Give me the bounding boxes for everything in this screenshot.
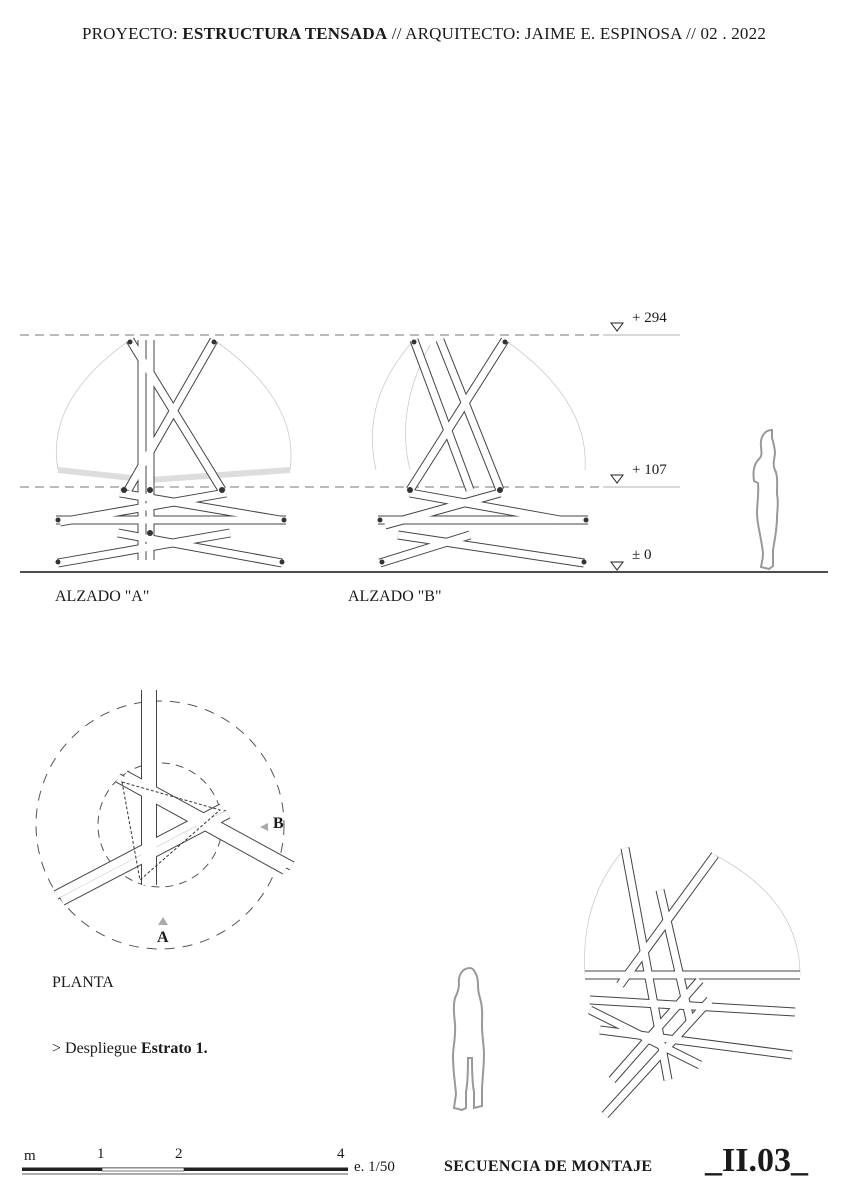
header-rest: // ARQUITECTO: JAIME E. ESPINOSA // 02 .…	[387, 24, 767, 43]
level-marker-icon	[610, 561, 624, 571]
plan-marker-b: B	[273, 815, 284, 832]
step-caption: > Despliegue Estrato 1.	[52, 1040, 208, 1058]
level-marker-icon	[610, 474, 624, 484]
axonometric-drawing	[584, 847, 801, 1119]
plan-label: PLANTA	[52, 974, 114, 991]
level-ticks	[603, 334, 680, 573]
level-label-ground: ± 0	[632, 547, 652, 563]
step-prefix: > Despliegue	[52, 1040, 141, 1057]
sheet-title: SECUENCIA DE MONTAJE	[444, 1158, 653, 1175]
scale-ratio: e. 1/50	[354, 1159, 395, 1175]
level-label-top: + 294	[632, 310, 667, 326]
elevation-a-drawing	[55, 337, 292, 568]
step-name: Estrato 1.	[141, 1040, 208, 1057]
level-marker-icon	[610, 322, 624, 332]
human-scale-figure-icon	[752, 428, 779, 571]
elevation-b-drawing	[371, 337, 589, 568]
level-markers	[610, 322, 624, 571]
plan-marker-a: A	[157, 929, 169, 946]
scale-unit: m	[24, 1148, 36, 1164]
human-scale-figure-icon	[451, 966, 486, 1112]
level-label-mid: + 107	[632, 462, 667, 478]
sheet-header: PROYECTO: ESTRUCTURA TENSADA // ARQUITEC…	[0, 24, 848, 44]
elevation-b-label: ALZADO "B"	[348, 588, 442, 605]
sheet-code: _II.03_	[705, 1142, 808, 1179]
view-marker-a-icon	[158, 917, 168, 925]
plan-drawing	[35, 690, 295, 950]
project-name: ESTRUCTURA TENSADA	[182, 24, 388, 43]
scale-tick-4: 4	[337, 1146, 345, 1162]
view-marker-b-icon	[260, 823, 268, 831]
scale-tick-2: 2	[175, 1146, 183, 1162]
scale-tick-1: 1	[97, 1146, 105, 1162]
elevation-a-label: ALZADO "A"	[55, 588, 150, 605]
project-prefix: PROYECTO:	[81, 24, 183, 43]
scale-bar	[22, 1167, 348, 1175]
